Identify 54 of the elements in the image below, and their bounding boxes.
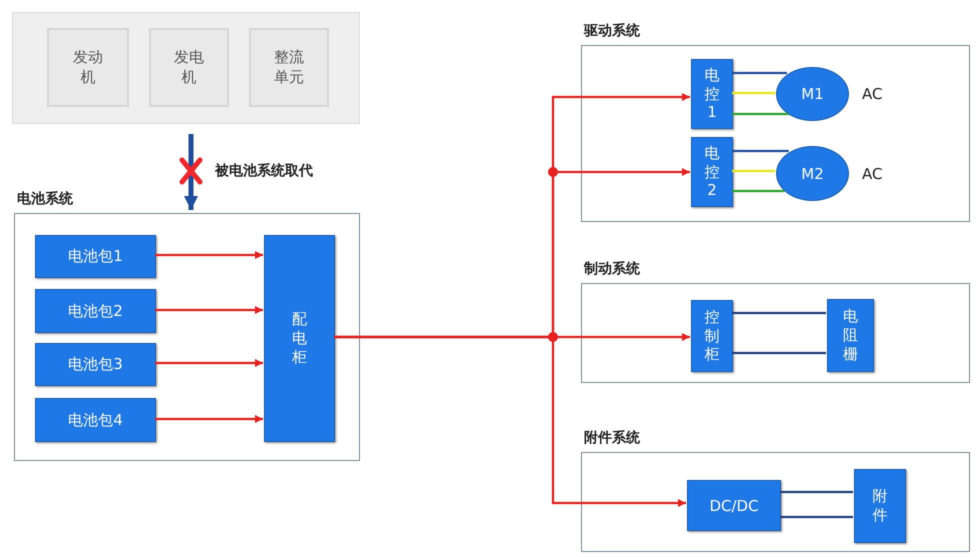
accessory-box <box>854 469 906 543</box>
box-label: 电阻栅 <box>843 307 858 364</box>
control-cabinet-box <box>691 300 733 372</box>
connector-line <box>732 312 826 314</box>
box-label: 控制柜 <box>704 308 720 364</box>
box-label: 附件 <box>872 487 888 525</box>
box-label: 电池包4 <box>68 410 123 430</box>
box-label: 发动机 <box>73 48 103 87</box>
box-label: 发电机 <box>174 48 204 87</box>
box-label: 电控1 <box>704 66 720 122</box>
current-type-label: AC <box>862 164 882 182</box>
arrow <box>155 415 263 423</box>
connector-line <box>732 92 775 94</box>
connector-line <box>780 490 853 494</box>
battery-pack-box <box>35 343 156 386</box>
box-label: 整流单元 <box>274 48 304 87</box>
edge-label: 被电池系统取代 <box>215 162 313 180</box>
box-label: DC/DC <box>709 496 759 514</box>
panel-heading: 驱动系统 <box>584 22 640 40</box>
arrow <box>155 359 263 367</box>
connector-line <box>780 516 853 518</box>
box-label: 电池包3 <box>68 355 123 374</box>
component-box <box>249 28 329 107</box>
converter-box <box>687 480 781 531</box>
battery-pack-box <box>35 289 156 333</box>
battery-pack-box <box>35 398 156 442</box>
box-label: 电池包1 <box>68 247 123 266</box>
panel-heading: 附件系统 <box>584 429 640 447</box>
current-type-label: AC <box>862 85 882 103</box>
connector-line <box>732 170 776 172</box>
controller-box <box>691 59 733 129</box>
engine-group-panel <box>12 12 360 124</box>
distribution-cabinet-box <box>264 235 335 442</box>
battery-pack-box <box>35 235 156 278</box>
box-label: M1 <box>801 85 824 103</box>
box-label: 电控2 <box>704 144 720 200</box>
connector-line <box>732 72 787 74</box>
connector-line <box>732 112 789 116</box>
component-box <box>47 28 129 107</box>
arrow <box>155 306 263 314</box>
controller-box <box>691 137 733 207</box>
box-label: 配电柜 <box>292 310 307 367</box>
arrow <box>155 251 263 259</box>
arrow <box>334 336 686 507</box>
component-box <box>149 28 229 107</box>
connector-line <box>732 150 789 152</box>
arrow <box>184 134 198 210</box>
connector-line <box>732 352 826 354</box>
panel-heading: 制动系统 <box>584 260 640 278</box>
box-label: 电池包2 <box>68 302 123 320</box>
panel-heading: 电池系统 <box>17 190 73 208</box>
resistor-grid-box <box>827 299 874 372</box>
connector-line <box>732 190 784 192</box>
box-label: M2 <box>801 164 824 182</box>
